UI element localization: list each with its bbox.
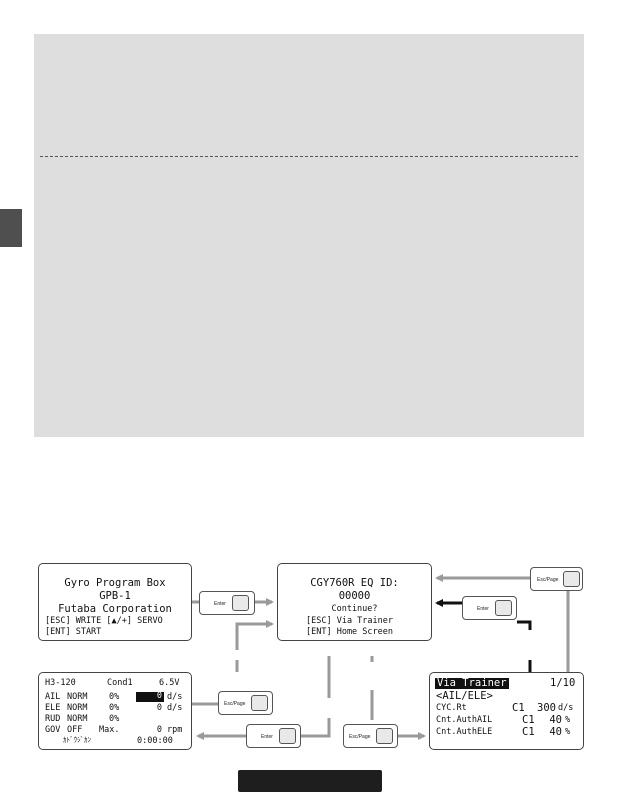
trainer-row-label: Cnt.AuthELE bbox=[436, 727, 493, 737]
arrow-home-to-continue bbox=[235, 620, 274, 650]
home-gov-label: GOV bbox=[45, 725, 61, 735]
enter-key-icon bbox=[232, 595, 249, 611]
trainer-row-cond: C1 bbox=[512, 702, 525, 714]
continue-line-5: [ENT] Home Screen bbox=[306, 627, 393, 637]
enter-button-label: Enter bbox=[261, 734, 273, 740]
enter-button-startup[interactable]: Enter bbox=[199, 591, 255, 615]
home-row-pct: 0% bbox=[109, 703, 120, 713]
instruction-panel bbox=[34, 34, 584, 437]
trainer-row-cond: C1 bbox=[522, 714, 535, 726]
trainer-row-unit: d/s bbox=[558, 703, 574, 713]
home-row-value-selected: 0 bbox=[136, 692, 164, 702]
home-gov-max-label: Max. bbox=[99, 725, 120, 735]
home-row-mode: NORM bbox=[67, 714, 88, 724]
esc-page-key-icon bbox=[251, 695, 268, 711]
esc-page-key-icon bbox=[376, 728, 393, 744]
trainer-row-unit: % bbox=[565, 727, 571, 737]
esc-page-button-label: Esc/Page bbox=[349, 734, 371, 740]
home-timer-label: ｶﾄﾞｳｼﾞｶﾝ bbox=[63, 736, 91, 744]
trainer-page: 1/10 bbox=[550, 677, 576, 689]
home-header-condition: Cond1 bbox=[107, 678, 133, 688]
enter-key-icon bbox=[495, 600, 512, 616]
enter-button-label: Enter bbox=[477, 606, 489, 612]
home-row-pct: 0% bbox=[109, 714, 120, 724]
home-row-label: AIL bbox=[45, 692, 61, 702]
dashed-divider bbox=[40, 156, 578, 157]
esc-page-key-icon bbox=[563, 571, 580, 587]
home-gov-unit: rpm bbox=[167, 725, 183, 735]
continue-line-4: [ESC] Via Trainer bbox=[306, 616, 393, 626]
lcd-trainer-screen: Via Trainer 1/10 <AIL/ELE> CYC.Rt C1 300… bbox=[429, 672, 584, 750]
esc-page-button-trainer[interactable]: Esc/Page bbox=[530, 567, 583, 591]
trainer-row-value: 40 bbox=[549, 726, 562, 738]
home-row-unit: d/s bbox=[167, 703, 183, 713]
lcd-continue-screen: CGY760R EQ ID: 00000 Continue? [ESC] Via… bbox=[277, 563, 432, 641]
trainer-row-label: CYC.Rt bbox=[436, 703, 467, 713]
home-gov-mode: OFF bbox=[67, 725, 83, 735]
arrow-trainer-enter-up2 bbox=[517, 620, 532, 630]
trainer-row-label: Cnt.AuthAIL bbox=[436, 715, 493, 725]
page-footer-bar bbox=[238, 770, 382, 792]
esc-page-button-label: Esc/Page bbox=[224, 701, 246, 707]
startup-line-5: [ENT] START bbox=[45, 627, 102, 637]
trainer-row-value: 300 bbox=[537, 702, 556, 714]
trainer-title: Via Trainer bbox=[435, 677, 509, 689]
startup-line-2: GPB-1 bbox=[99, 590, 131, 602]
startup-line-4: [ESC] WRITE [▲/+] SERVO bbox=[45, 616, 163, 626]
continue-line-1: CGY760R EQ ID: bbox=[310, 577, 399, 589]
home-row-mode: NORM bbox=[67, 692, 88, 702]
enter-button-continue[interactable]: Enter bbox=[246, 724, 301, 748]
enter-key-icon bbox=[279, 728, 296, 744]
startup-line-3: Futaba Corporation bbox=[58, 603, 172, 615]
startup-line-1: Gyro Program Box bbox=[64, 577, 166, 589]
home-row-value: 0 bbox=[156, 703, 162, 713]
continue-line-2: 00000 bbox=[338, 590, 371, 602]
trainer-subtitle: <AIL/ELE> bbox=[436, 690, 493, 702]
arrow-continue-down-to-home-b bbox=[301, 718, 331, 738]
esc-page-button-label: Esc/Page bbox=[537, 577, 559, 583]
esc-page-button-continue[interactable]: Esc/Page bbox=[343, 724, 398, 748]
home-row-mode: NORM bbox=[67, 703, 88, 713]
home-row-label: ELE bbox=[45, 703, 61, 713]
enter-button-trainer[interactable]: Enter bbox=[462, 596, 517, 620]
home-row-label: RUD bbox=[45, 714, 61, 724]
home-timer-value: 0:00:00 bbox=[137, 736, 173, 746]
home-header-model: H3-120 bbox=[45, 678, 76, 688]
home-gov-value: 0 bbox=[156, 725, 162, 735]
lcd-home-screen: H3-120 Cond1 6.5V AIL NORM 0% 0 d/s ELE … bbox=[38, 672, 192, 750]
trainer-row-cond: C1 bbox=[522, 726, 535, 738]
lcd-startup-screen: Gyro Program Box GPB-1 Futaba Corporatio… bbox=[38, 563, 192, 641]
esc-page-button-home[interactable]: Esc/Page bbox=[218, 691, 273, 715]
continue-line-3: Continue? bbox=[331, 604, 378, 614]
trainer-row-unit: % bbox=[565, 715, 571, 725]
home-row-unit: d/s bbox=[167, 692, 183, 702]
enter-button-label: Enter bbox=[214, 601, 226, 607]
home-row-pct: 0% bbox=[109, 692, 120, 702]
trainer-row-value: 40 bbox=[549, 714, 562, 726]
home-header-voltage: 6.5V bbox=[159, 678, 180, 688]
section-tab bbox=[0, 209, 22, 247]
